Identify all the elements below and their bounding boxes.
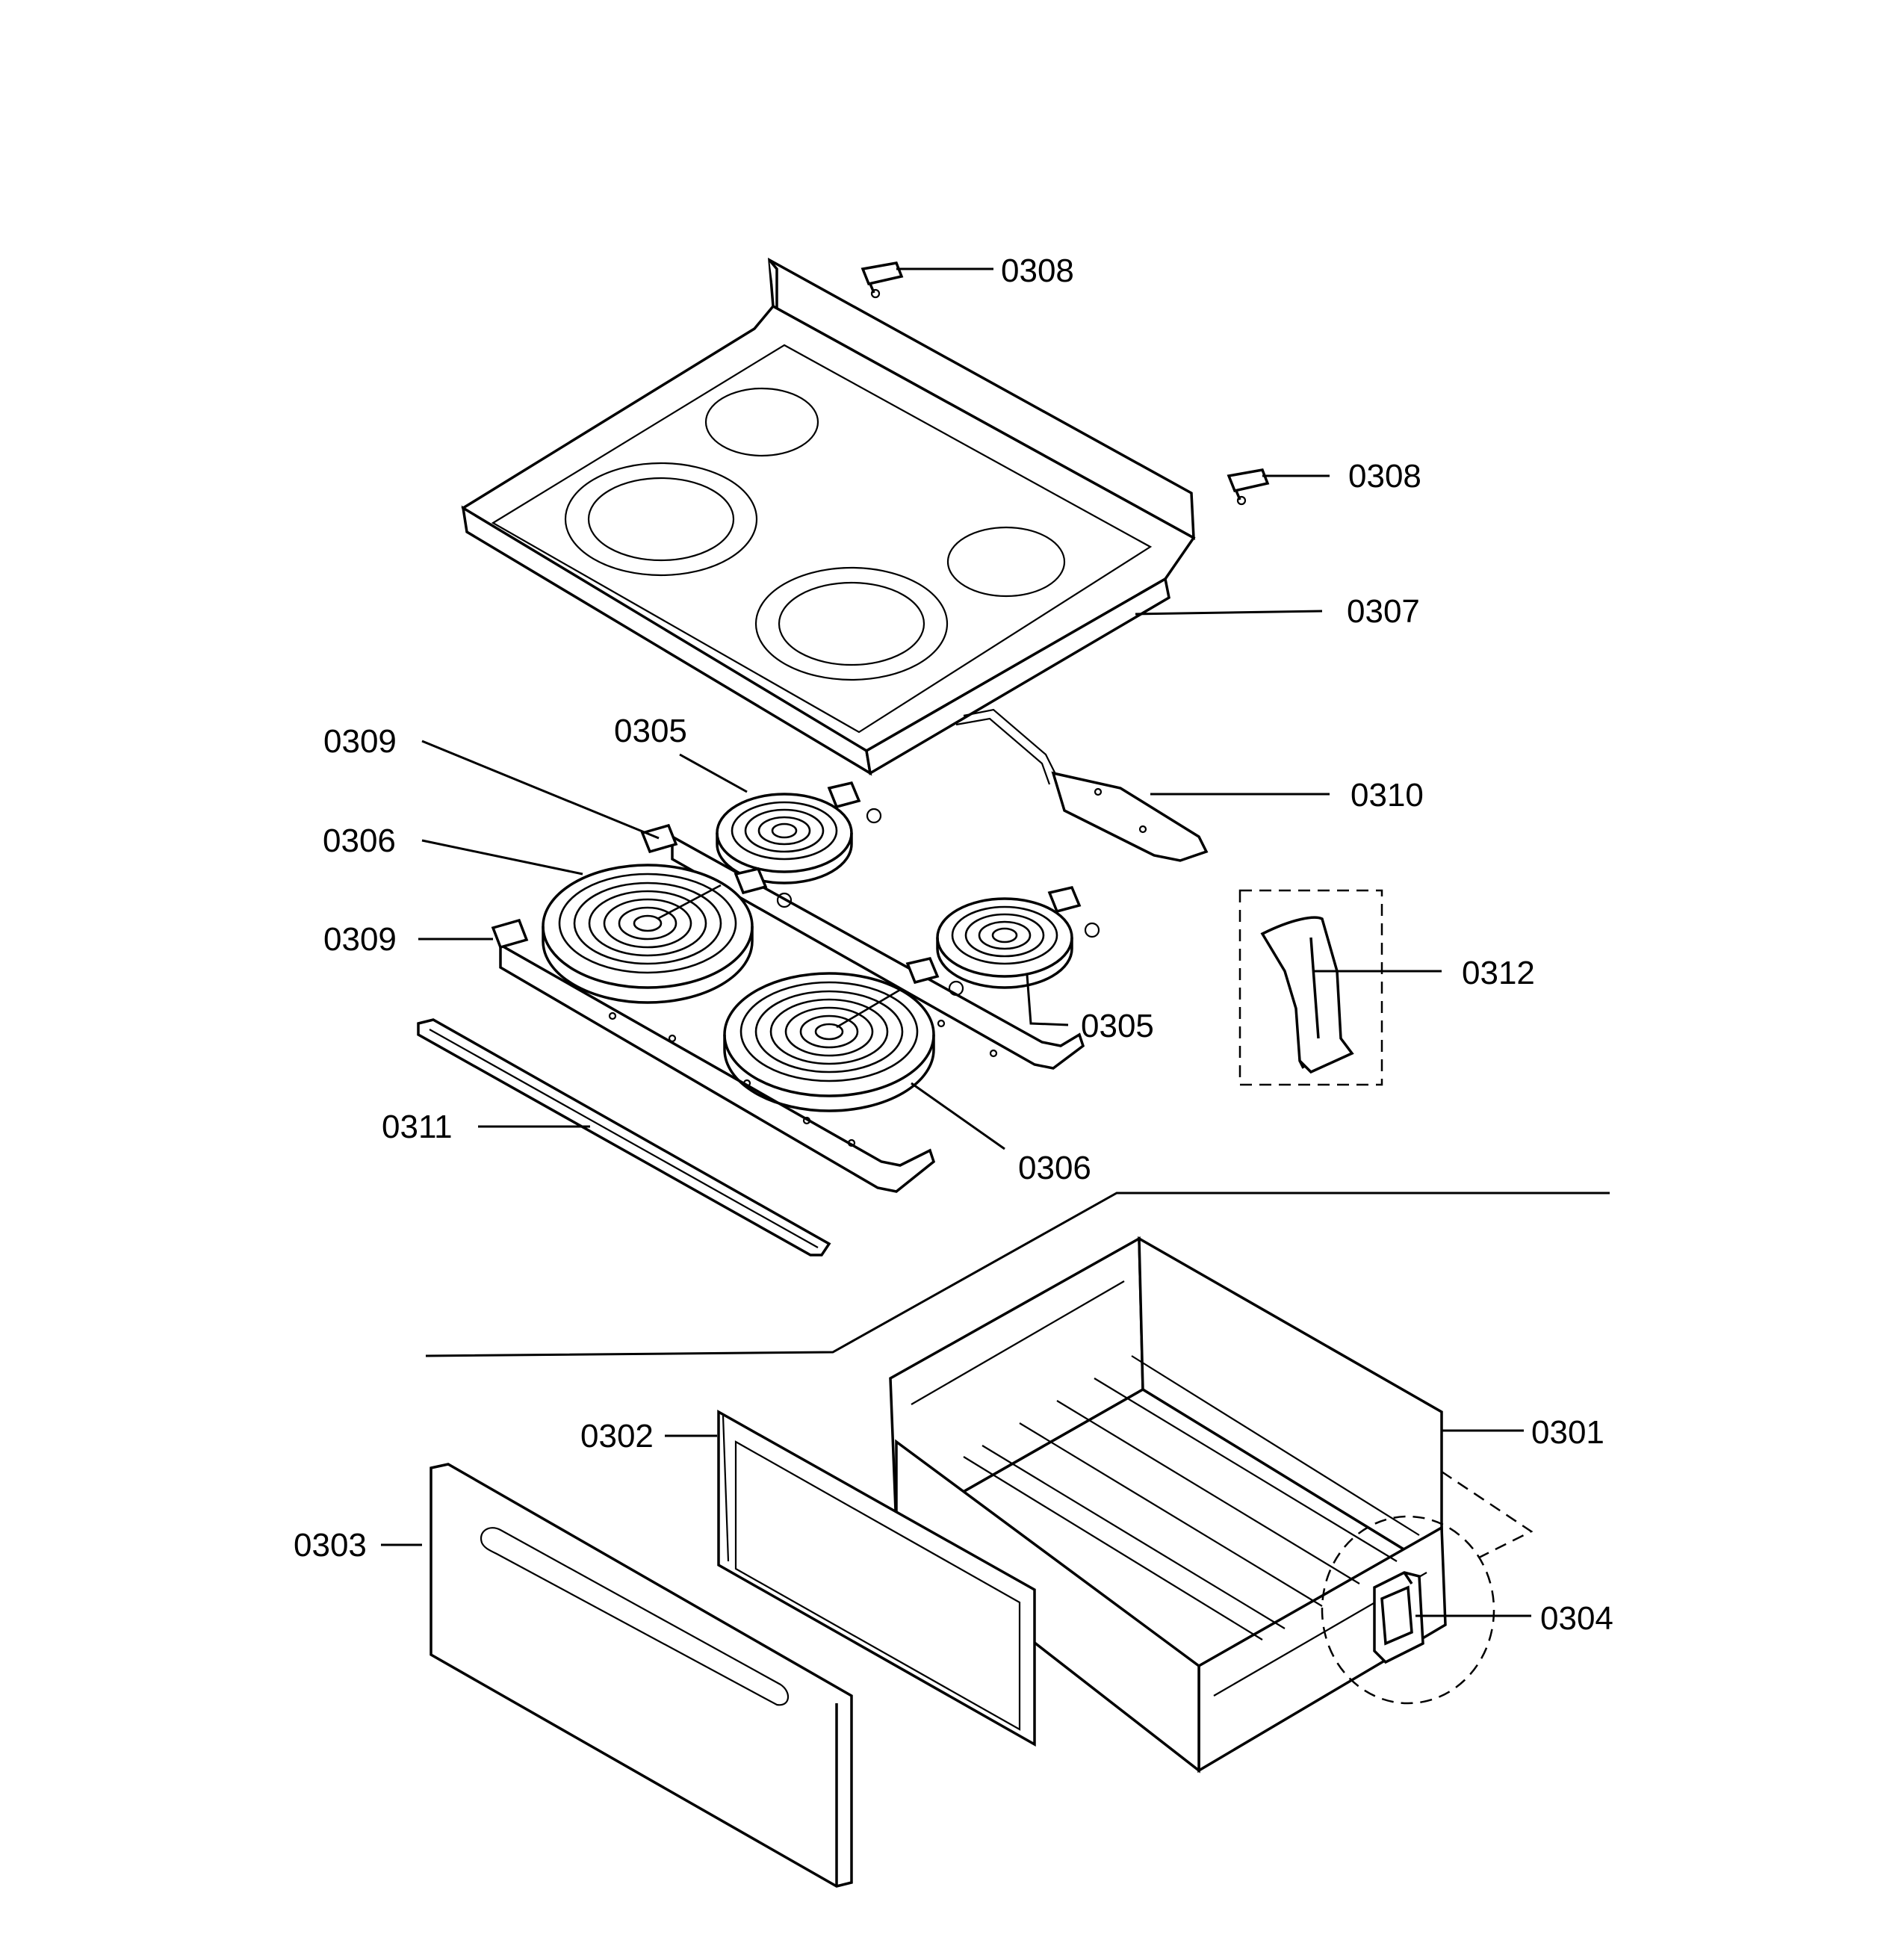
clip-detail-0304 [1321, 1470, 1534, 1705]
callout-0303: 0303 [294, 1527, 367, 1564]
section-divider [425, 1192, 1610, 1357]
small-element-0305-front [936, 885, 1100, 989]
large-element-0306-back [542, 864, 793, 1004]
callout-0301: 0301 [1531, 1414, 1604, 1451]
clip-0308-right [1227, 468, 1270, 506]
callout-0308-top: 0308 [1001, 252, 1074, 289]
element-bracket-0309 [491, 823, 1085, 1193]
callout-labels: 0308 0308 0307 0309 0305 0310 0306 0309 … [294, 252, 1613, 1637]
callout-0309-lower: 0309 [323, 921, 397, 958]
callout-0309-upper: 0309 [323, 723, 397, 760]
callout-0304: 0304 [1540, 1600, 1613, 1637]
callout-0310: 0310 [1351, 777, 1424, 814]
callout-0308-right: 0308 [1348, 458, 1421, 495]
callout-0306-front: 0306 [1018, 1150, 1091, 1186]
clip-0308-top [860, 261, 904, 299]
callout-0305-front: 0305 [1081, 1008, 1154, 1044]
small-element-0305-back [716, 781, 882, 884]
callout-0305-back: 0305 [614, 713, 687, 749]
large-element-0306-front [723, 956, 964, 1112]
drawer-body-0301 [889, 1236, 1447, 1773]
callout-0307: 0307 [1347, 593, 1420, 630]
callout-0306-back: 0306 [323, 822, 396, 859]
callout-0311: 0311 [382, 1109, 453, 1145]
callout-0312: 0312 [1462, 955, 1535, 991]
leader-lines [381, 267, 1531, 1617]
clip-inset-0312 [1238, 889, 1383, 1086]
cooktop-0307 [461, 257, 1196, 776]
drawer-liner-0302 [717, 1410, 1036, 1747]
callout-0302: 0302 [580, 1418, 654, 1454]
trim-strip-0311 [417, 1018, 831, 1257]
bracket-0310 [955, 708, 1209, 862]
drawer-front-0303 [430, 1463, 853, 1888]
